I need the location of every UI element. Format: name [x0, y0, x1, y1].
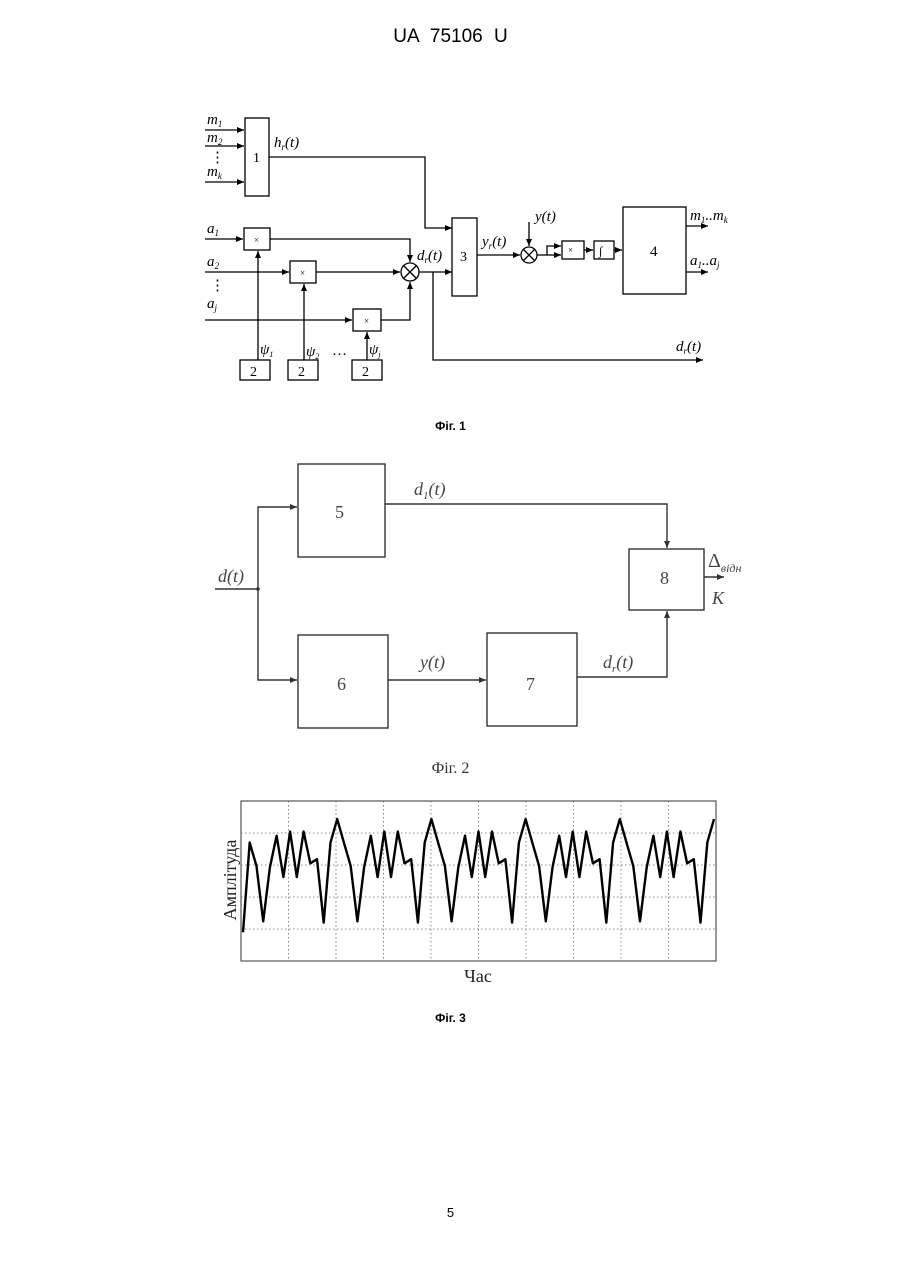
y-axis-label: Амплітуда: [220, 840, 240, 921]
x-axis-label: Час: [464, 966, 492, 986]
figure-3-caption: Фіг. 3: [0, 1011, 901, 1025]
amplitude-waveform: [243, 819, 714, 932]
figure-3-chart: Час Амплітуда: [0, 0, 901, 1000]
page-number: 5: [0, 1205, 901, 1220]
